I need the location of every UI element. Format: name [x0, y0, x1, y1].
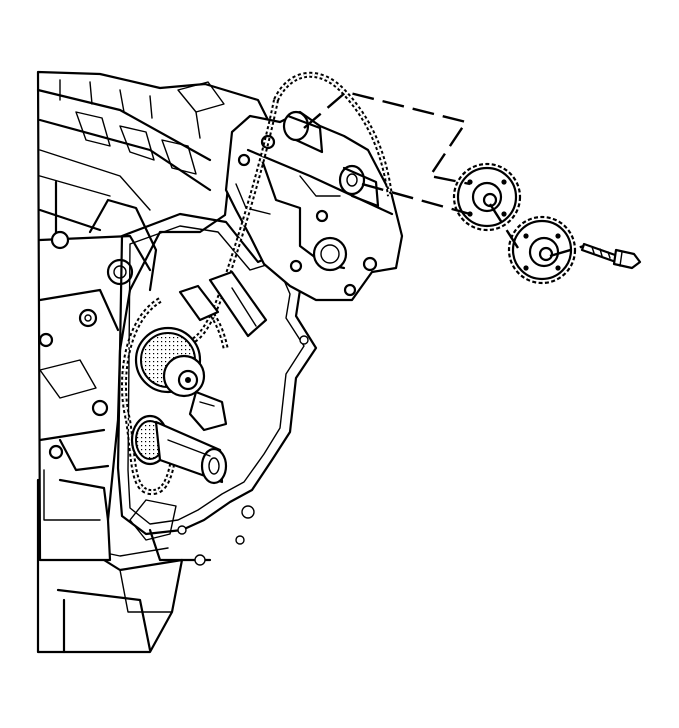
- chain-icon: [192, 71, 393, 343]
- engine-block-icon: [36, 70, 270, 654]
- cylinder-head-icon: [224, 110, 404, 302]
- sprocket-icon: [452, 162, 522, 232]
- sprocket-icon: [507, 215, 577, 285]
- chain-icon: [121, 270, 268, 496]
- front-cover-outline: [116, 212, 318, 566]
- sprocket-icon: [134, 326, 228, 432]
- alignment-leader-lines: [303, 90, 585, 258]
- bolt-icon: [580, 242, 642, 270]
- sprocket-icon: [130, 414, 228, 485]
